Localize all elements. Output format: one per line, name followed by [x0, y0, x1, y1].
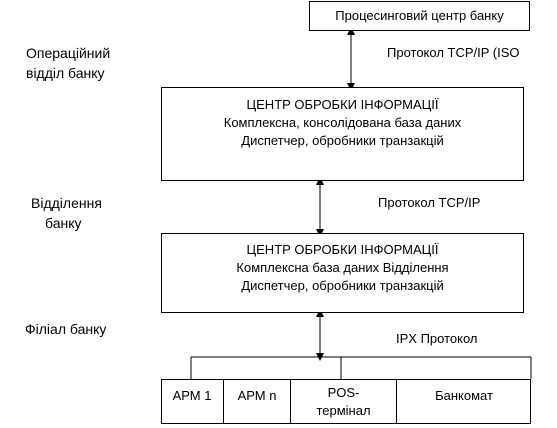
branch-label-1: Відділення	[31, 195, 102, 211]
info-center-1-dispatcher: Диспетчер, обробники транзакцій	[241, 133, 444, 148]
terminal-divider-1	[223, 379, 224, 424]
terminal-divider-2	[290, 379, 291, 424]
info-center-2-db: Комплексна база даних Відділення	[236, 260, 449, 275]
branch-label-2: банку	[45, 215, 82, 231]
info-center-1-db: Комплексна, консолідована база даних	[223, 115, 462, 130]
processing-center-box: Процесинговий центр банку	[309, 1, 530, 31]
atm-label: Банкомат	[435, 388, 493, 403]
protocol-middle-label: Протокол TCP/IP	[378, 195, 481, 210]
processing-center-label: Процесинговий центр банку	[335, 8, 504, 23]
terminal-row	[161, 379, 531, 424]
info-center-2-dispatcher: Диспетчер, обробники транзакцій	[241, 278, 444, 293]
operational-dept-label-1: Операційний	[26, 45, 111, 61]
pos-terminal-label-2: термінал	[316, 403, 371, 418]
pos-terminal-label-1: POS-	[327, 385, 360, 400]
terminal-divider-3	[396, 379, 397, 424]
protocol-top-label: Протокол TCP/IP (ISO	[387, 45, 520, 60]
operational-dept-label-2: відділ банку	[26, 65, 105, 81]
info-center-2-box: ЦЕНТР ОБРОБКИ ІНФОРМАЦІЇ Комплексна база…	[161, 233, 524, 313]
info-center-1-box: ЦЕНТР ОБРОБКИ ІНФОРМАЦІЇ Комплексна, кон…	[161, 87, 524, 181]
filial-label: Філіал банку	[25, 321, 107, 337]
arm-n-label: АРМ n	[237, 388, 277, 403]
arm-1-label: АРМ 1	[172, 388, 212, 403]
protocol-bottom-label: IPX Протокол	[396, 331, 478, 346]
info-center-1-title: ЦЕНТР ОБРОБКИ ІНФОРМАЦІЇ	[246, 97, 439, 112]
info-center-2-title: ЦЕНТР ОБРОБКИ ІНФОРМАЦІЇ	[246, 242, 439, 257]
